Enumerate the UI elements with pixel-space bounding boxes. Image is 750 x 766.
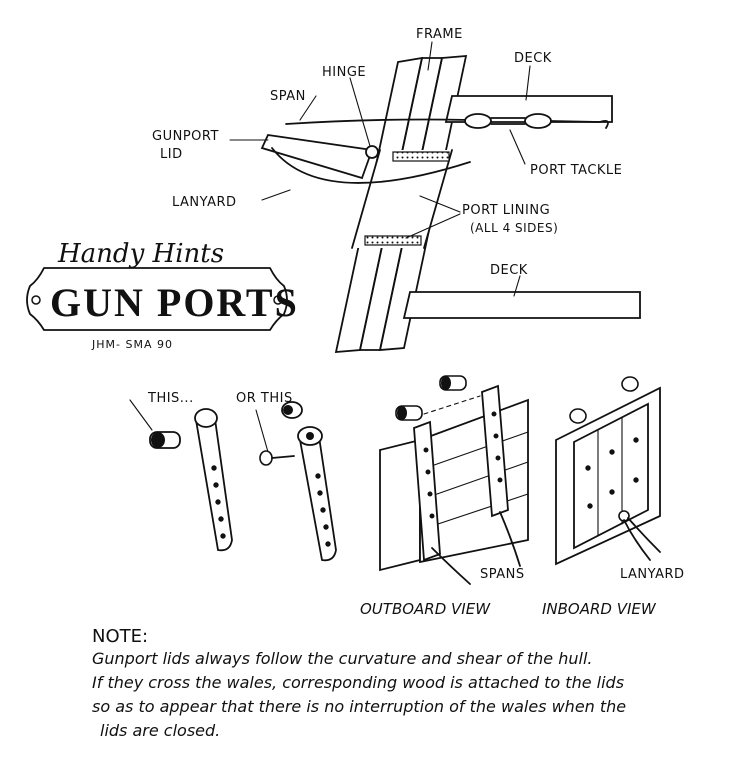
bolt-head bbox=[259, 450, 273, 466]
label-span: SPAN bbox=[270, 89, 306, 104]
port-tackle-lines bbox=[490, 117, 609, 129]
plaque-screw-left bbox=[31, 295, 41, 305]
label-port-tackle: PORT TACKLE bbox=[530, 163, 622, 178]
inboard-view: LANYARD bbox=[555, 376, 685, 582]
label-frame: FRAME bbox=[416, 27, 463, 42]
hull-section-diagram: FRAME HINGE DECK SPAN GUNPORT LID PORT T… bbox=[152, 27, 641, 353]
label-lanyard-top: LANYARD bbox=[172, 195, 237, 210]
hinge-pin bbox=[365, 145, 379, 159]
inboard-bolts bbox=[585, 437, 639, 509]
span-rope bbox=[285, 118, 471, 125]
label-deck-bottom: DECK bbox=[490, 263, 528, 278]
hinge-strap-1-holes bbox=[211, 465, 226, 539]
title-block: Handy Hints GUN PORTS JHM- SMA 90 bbox=[26, 239, 299, 351]
outboard-strap-1 bbox=[413, 420, 441, 562]
inboard-lid bbox=[573, 402, 649, 550]
plaque-border bbox=[26, 267, 288, 331]
lower-deck bbox=[402, 291, 641, 319]
hinge-strap-2-holes bbox=[315, 473, 331, 547]
caption-inboard-view: INBOARD VIEW bbox=[542, 600, 657, 618]
note-line-4: lids are closed. bbox=[100, 721, 220, 740]
note-heading: NOTE: bbox=[92, 626, 148, 647]
label-hinge: HINGE bbox=[322, 65, 366, 80]
port-lining-lower bbox=[364, 235, 422, 246]
label-or-this: OR THIS bbox=[236, 391, 293, 406]
title-script: Handy Hints bbox=[57, 239, 224, 269]
outboard-hull-left bbox=[379, 438, 421, 572]
note-line-3: so as to appear that there is no interru… bbox=[92, 697, 626, 716]
frame-timber bbox=[359, 57, 443, 351]
note-line-2: If they cross the wales, corresponding w… bbox=[92, 673, 624, 692]
pintle-1-end bbox=[151, 432, 165, 448]
hinge-strap-1 bbox=[195, 409, 233, 552]
tackle-block-1 bbox=[464, 113, 492, 129]
inboard-planks bbox=[597, 417, 623, 537]
label-spans: SPANS bbox=[480, 567, 525, 582]
label-this: THIS... bbox=[147, 391, 194, 406]
outboard-strap-holes bbox=[423, 411, 503, 519]
note-line-1: Gunport lids always follow the curvature… bbox=[92, 649, 592, 668]
label-deck-top: DECK bbox=[514, 51, 552, 66]
caption-outboard-view: OUTBOARD VIEW bbox=[360, 600, 491, 618]
note-block: NOTE: Gunport lids always follow the cur… bbox=[92, 626, 626, 740]
label-gunport: GUNPORT bbox=[152, 129, 219, 144]
lanyard-rope bbox=[271, 147, 471, 184]
plaque-screw-right bbox=[273, 295, 283, 305]
tackle-block-2 bbox=[524, 113, 552, 129]
outboard-view: SPANS bbox=[379, 375, 529, 585]
label-lanyard-bottom: LANYARD bbox=[620, 567, 685, 582]
port-lining-upper bbox=[392, 151, 450, 162]
signature: JHM- SMA 90 bbox=[91, 338, 173, 351]
label-lid: LID bbox=[160, 147, 183, 162]
outboard-strap-2 bbox=[481, 384, 509, 518]
hinge-options: THIS... OR THIS bbox=[129, 391, 337, 562]
title-plaque-text: GUN PORTS bbox=[50, 280, 299, 325]
label-port-lining: PORT LINING bbox=[462, 203, 550, 218]
label-port-lining-sub: (ALL 4 SIDES) bbox=[470, 221, 558, 235]
gunport-lid bbox=[260, 134, 374, 180]
